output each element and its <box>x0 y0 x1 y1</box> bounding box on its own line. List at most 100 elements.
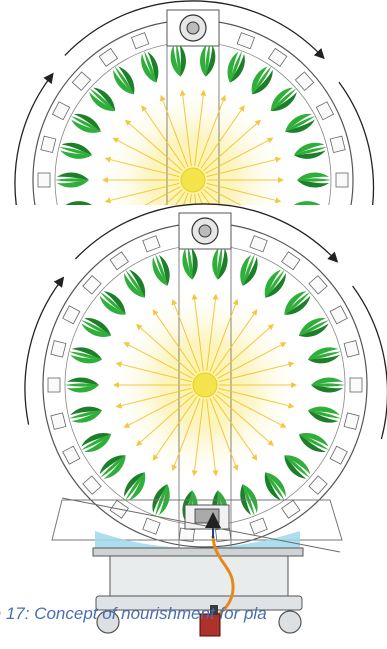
bottom-plant <box>99 455 126 479</box>
bottom-light-ray <box>217 391 287 428</box>
top-light-ray <box>104 182 180 204</box>
bottom-light-ray <box>115 387 192 409</box>
top-plant <box>227 50 245 83</box>
bottom-light-ray <box>209 298 239 373</box>
top-pot <box>71 71 92 91</box>
bottom-plant <box>124 269 146 298</box>
top-wheel-diagram <box>14 0 375 258</box>
top-light-ray <box>194 89 207 167</box>
bottom-pot <box>308 275 328 295</box>
top-pot <box>330 207 345 223</box>
bottom-pot <box>62 305 81 325</box>
bottom-light-ray <box>212 309 258 374</box>
bottom-plant <box>284 455 311 479</box>
bottom-pot <box>281 499 301 519</box>
bottom-plant <box>307 406 341 423</box>
top-pot <box>294 71 315 91</box>
bottom-pot <box>343 412 360 430</box>
top-light-ray <box>200 105 245 169</box>
bottom-pot <box>281 251 301 271</box>
top-plant <box>55 172 89 188</box>
bottom-plant <box>264 472 286 501</box>
bottom-light-ray <box>191 293 204 372</box>
bottom-light-ray <box>171 397 201 472</box>
bottom-light-ray <box>217 342 287 379</box>
bottom-light-ray <box>206 293 219 372</box>
bottom-light-ray <box>212 396 258 461</box>
top-light-ray <box>203 188 222 205</box>
water-tray <box>61 497 341 634</box>
top-light-ray <box>205 137 274 174</box>
bottom-plant <box>69 347 103 364</box>
bottom-wheel-diagram <box>24 203 387 550</box>
bottom-light-source-icon <box>192 372 218 398</box>
top-rotation-arrow-right <box>338 81 375 205</box>
top-light-ray <box>104 156 180 178</box>
top-plant <box>285 113 316 133</box>
top-rotation-arrow-top <box>64 0 325 60</box>
bottom-pot <box>47 377 61 393</box>
top-light-ray <box>141 105 186 169</box>
bottom-pot <box>329 445 348 465</box>
bottom-pot <box>50 412 67 430</box>
bottom-plant <box>264 269 286 298</box>
top-light-ray <box>175 191 186 205</box>
figure-caption: re 17: Concept of nourishment for pla <box>0 604 267 623</box>
bottom-plant <box>65 377 99 393</box>
top-light-ray <box>124 119 183 172</box>
bottom-plant <box>240 254 258 286</box>
top-light-ray <box>197 94 226 168</box>
bottom-plant <box>124 472 146 501</box>
top-light-ray <box>164 188 183 205</box>
top-pot <box>53 240 70 258</box>
bottom-pot <box>349 377 363 393</box>
bottom-pot <box>82 275 102 295</box>
bottom-plant <box>81 317 112 337</box>
top-plant <box>70 113 101 133</box>
bottom-plant <box>81 433 112 453</box>
top-pot <box>40 135 57 154</box>
bottom-light-ray <box>152 396 198 461</box>
bottom-pot <box>109 251 129 271</box>
top-light-source-icon <box>180 167 206 193</box>
bottom-light-ray <box>136 393 195 447</box>
bottom-plant <box>182 246 198 280</box>
bottom-pot <box>62 445 81 465</box>
bottom-pot <box>249 517 268 535</box>
bottom-pot <box>343 340 360 358</box>
top-plant <box>59 142 93 159</box>
top-plant <box>251 66 273 95</box>
top-plant <box>270 87 297 112</box>
bottom-plant <box>298 317 329 337</box>
top-light-ray <box>205 186 242 205</box>
bottom-light-ray <box>152 309 198 374</box>
bottom-light-ray <box>215 393 274 447</box>
bottom-light-ray <box>191 398 204 477</box>
top-pot <box>130 32 150 50</box>
top-plant <box>89 87 116 112</box>
top-light-ray <box>206 182 282 204</box>
bottom-light-ray <box>215 323 274 377</box>
top-light-ray <box>200 191 211 205</box>
top-pot <box>41 207 56 223</box>
bottom-plant <box>99 291 126 315</box>
bottom-light-ray <box>115 361 192 383</box>
wheel-right-icon <box>278 610 302 634</box>
top-plant <box>141 50 159 83</box>
top-light-ray <box>197 192 204 205</box>
top-light-ray <box>144 186 181 205</box>
bottom-light-ray <box>123 342 193 379</box>
top-plant <box>113 66 135 95</box>
top-light-ray <box>160 94 189 168</box>
bottom-light-ray <box>206 398 219 477</box>
wheel-left-icon <box>96 610 120 634</box>
top-rotation-arrow-left <box>14 72 54 205</box>
top-pot <box>267 47 288 67</box>
top-pot <box>51 101 71 121</box>
bottom-rotation-arrow-top <box>74 203 339 263</box>
bottom-light-ray <box>136 323 195 377</box>
bottom-light-ray <box>218 361 295 383</box>
bottom-light-ray <box>218 387 295 409</box>
bottom-plant <box>212 246 228 280</box>
bottom-rotation-arrow-right <box>352 285 387 440</box>
